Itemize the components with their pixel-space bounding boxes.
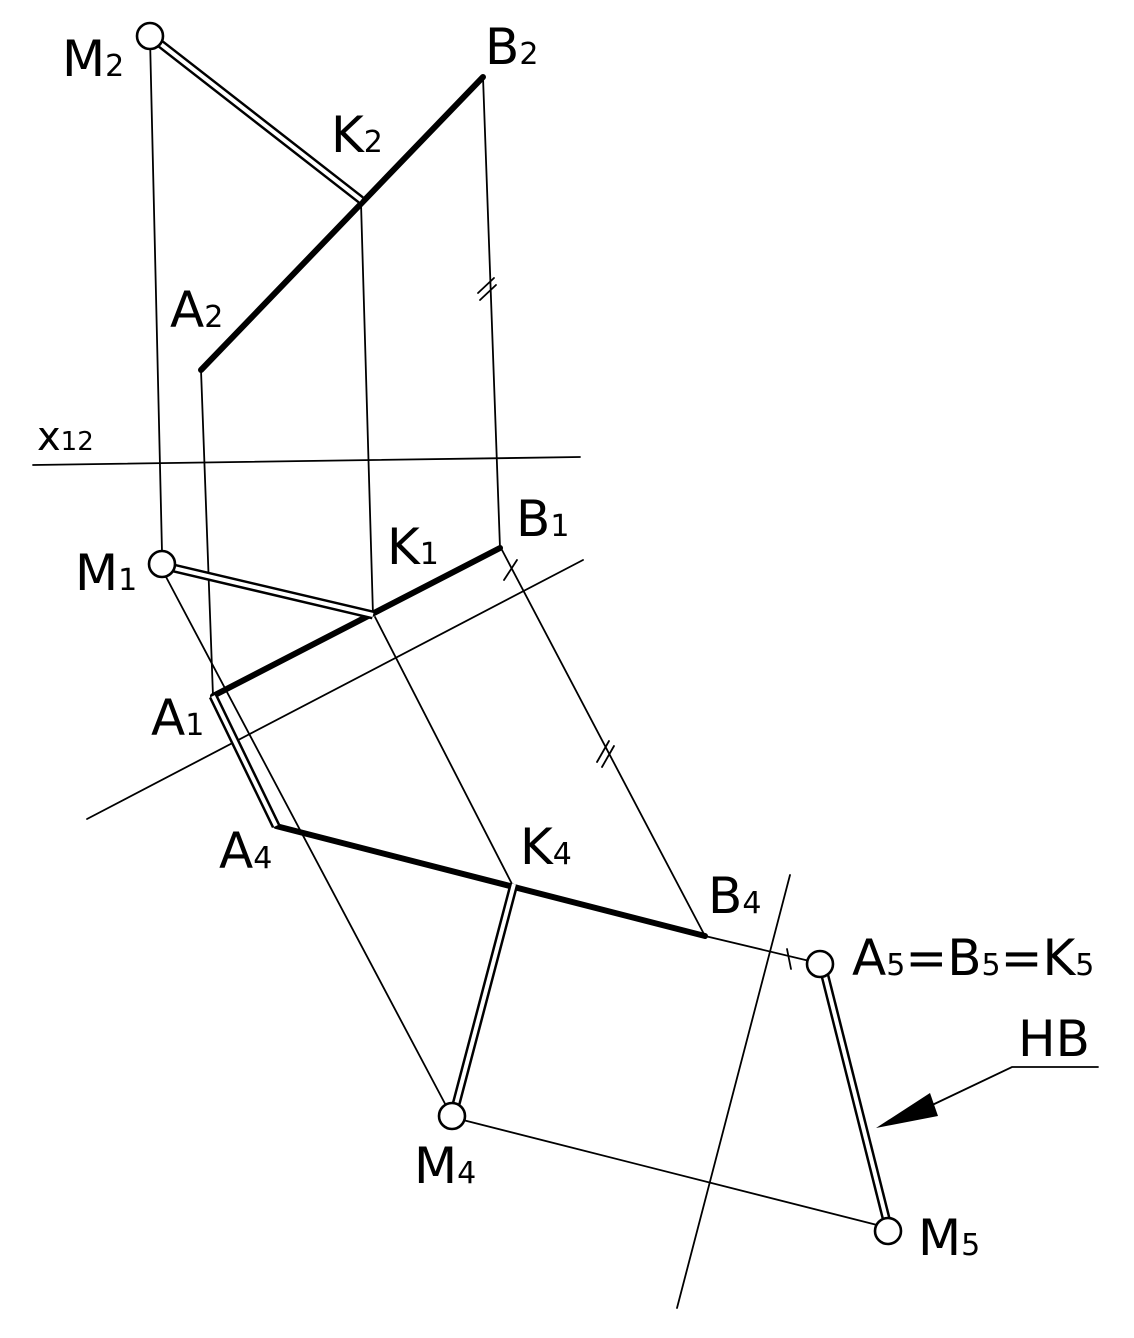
- point-a5: [805, 949, 835, 979]
- label-m5: M5: [918, 1209, 980, 1267]
- perpendicular-m4-k4-inner: [452, 883, 516, 1113]
- segment-a1-b1: [210, 545, 503, 699]
- label-m4: M4: [414, 1137, 476, 1195]
- tick-mark: [786, 948, 792, 970]
- hb-leader-line: [927, 1066, 1099, 1108]
- link-a2-a1: [200, 369, 214, 697]
- link-k1-k4: [374, 616, 513, 885]
- perpendicular-a1-a4-inner: [211, 695, 278, 827]
- link-m4-m5: [454, 1117, 886, 1228]
- perpendicular-m1-k1-inner: [164, 564, 374, 617]
- label-m1: M1: [75, 544, 137, 602]
- label-k2: K2: [331, 106, 383, 164]
- label-k4: K4: [520, 818, 572, 876]
- axis-x12: [32, 456, 581, 466]
- true-length-a5-m5-inner: [822, 971, 889, 1223]
- tick-mark: [601, 745, 615, 768]
- label-a5-b5-k5: A5=B5=K5: [852, 929, 1094, 987]
- label-b4: B4: [708, 867, 761, 925]
- label-b1: B1: [516, 490, 569, 548]
- label-a2: A2: [170, 281, 223, 339]
- link-m2-m1: [149, 37, 163, 553]
- segment-a4-b4: [273, 823, 708, 939]
- axis-x45: [676, 874, 791, 1309]
- tick-mark: [479, 284, 497, 301]
- hb-arrowhead: [876, 1093, 938, 1128]
- label-b2: B2: [485, 18, 538, 76]
- point-m2: [135, 21, 165, 51]
- link-b2-b1: [482, 76, 501, 549]
- link-k2-k1: [360, 202, 374, 616]
- link-b1-b4: [501, 549, 706, 937]
- label-a4: A4: [219, 822, 272, 880]
- segment-a2-b2: [198, 74, 486, 373]
- link-m1-m4: [164, 574, 452, 1116]
- perpendicular-m2-k2-inner: [151, 36, 363, 202]
- tick-mark: [503, 559, 518, 581]
- label-k1: K1: [387, 518, 439, 576]
- tick-mark: [477, 277, 495, 294]
- tick-mark: [596, 740, 610, 763]
- label-x12: x12: [37, 414, 94, 460]
- label-m2: M2: [62, 30, 124, 88]
- link-b4-a5: [704, 935, 819, 964]
- point-m5: [873, 1216, 903, 1246]
- axis-x14: [86, 559, 584, 820]
- point-m1: [147, 549, 177, 579]
- point-m4: [437, 1101, 467, 1131]
- label-hb: HB: [1018, 1010, 1090, 1068]
- label-a1: A1: [151, 689, 204, 747]
